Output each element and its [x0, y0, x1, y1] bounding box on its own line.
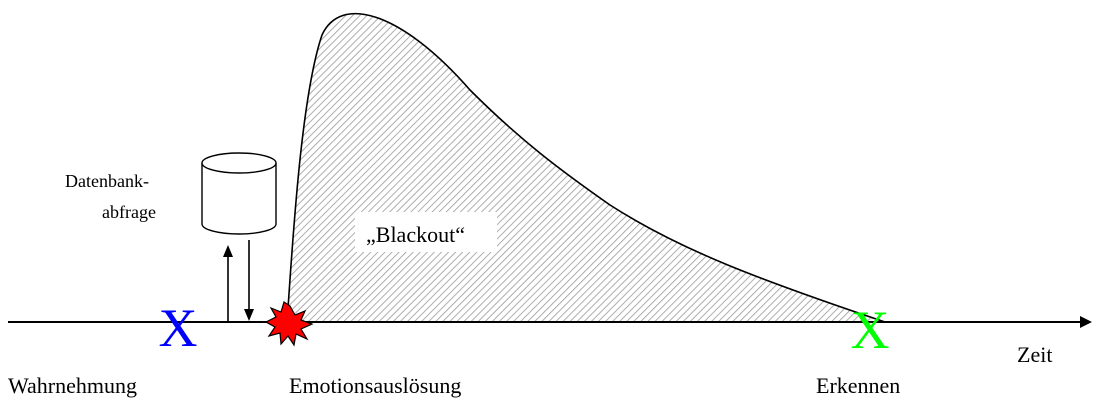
recognition-marker: X [851, 300, 890, 360]
blackout-area [286, 12, 886, 323]
emotion-trigger-label: Emotionsauslösung [289, 373, 461, 398]
blackout-label: „Blackout“ [366, 222, 465, 247]
database-query-label-line1: Datenbank- [65, 171, 149, 191]
blackout-label-box [355, 212, 497, 252]
time-axis-arrowhead-icon [1080, 316, 1092, 328]
explosion-burst-icon [264, 301, 314, 347]
perception-label: Wahrnehmung [8, 373, 137, 398]
database-query-label-line2: abfrage [102, 202, 156, 222]
recognition-label: Erkennen [816, 373, 900, 398]
perception-marker: X [159, 298, 198, 358]
database-cylinder-icon [201, 152, 277, 235]
time-axis-label: Zeit [1017, 342, 1052, 367]
up-down-arrows-icon [223, 240, 254, 322]
